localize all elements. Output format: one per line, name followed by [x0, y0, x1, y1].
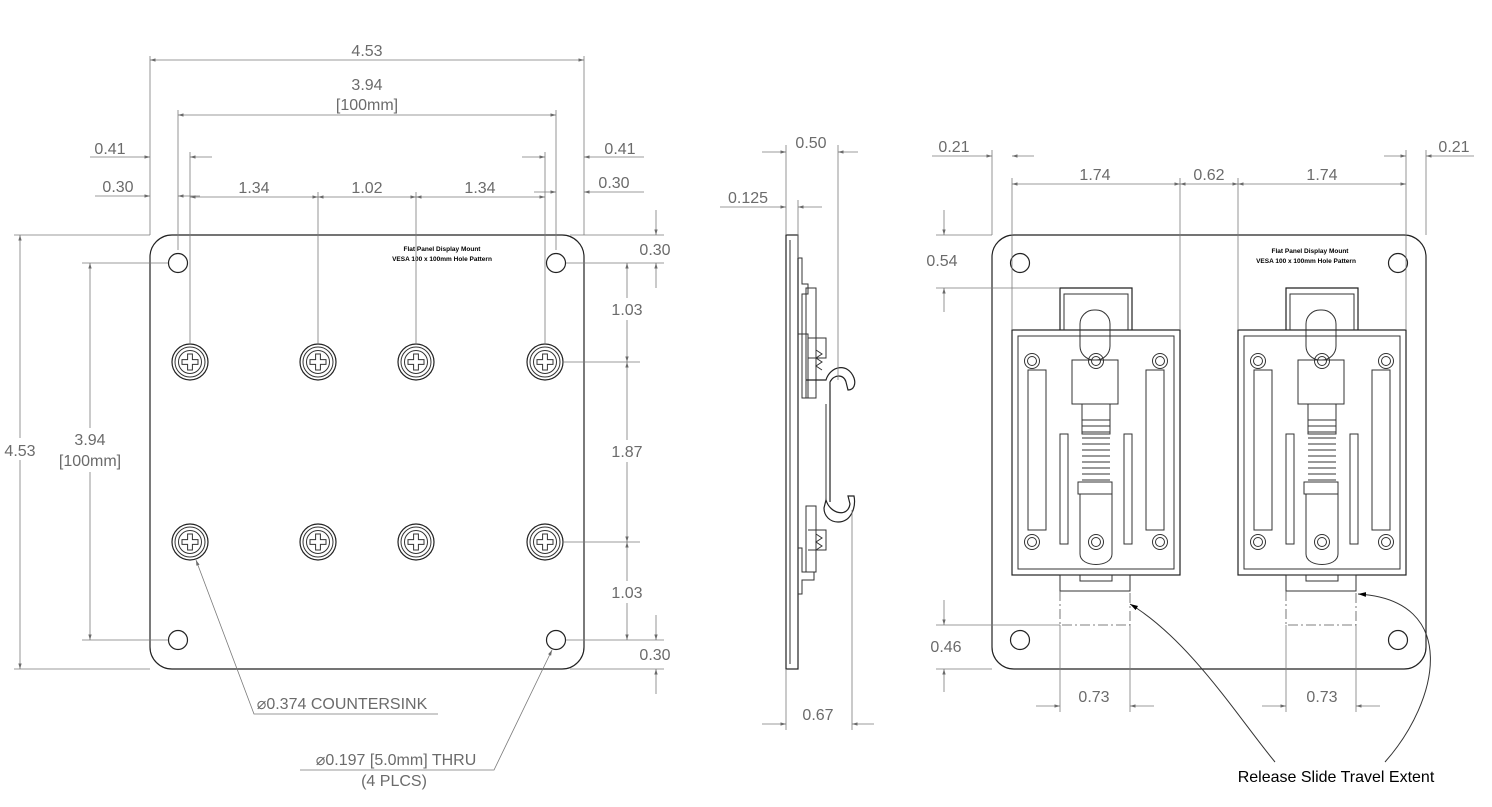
dim-v-103-top: 1.03	[611, 302, 642, 319]
dim-side-050: 0.50	[795, 135, 826, 152]
front-plate-label-1: Flat Panel Display Mount	[404, 246, 482, 253]
corner-hole-bottom-left	[167, 629, 189, 651]
dim-screw-pitch-b: 1.02	[351, 180, 382, 197]
front-plate-label-2: VESA 100 x 100mm Hole Pattern	[392, 256, 492, 263]
dim-edge-left-030: 0.30	[102, 179, 133, 196]
corner-hole-top-right	[545, 252, 567, 274]
bracket-right	[1237, 287, 1407, 626]
front-view: Flat Panel Display Mount VESA 100 x 100m…	[0, 43, 671, 790]
screw-icon	[526, 523, 564, 561]
dim-hole-spacing: 3.94	[351, 77, 382, 94]
rear-corner-hole	[1387, 252, 1409, 274]
screw-icon	[171, 343, 209, 381]
dim-rear-top-054: 0.54	[926, 253, 957, 270]
dim-hole-spacing-mm: [100mm]	[336, 97, 398, 114]
side-plate	[785, 234, 799, 670]
dim-side-067: 0.67	[802, 707, 833, 724]
dim-overall-height: 4.53	[4, 443, 35, 460]
dim-v-103-bottom: 1.03	[611, 585, 642, 602]
dim-edge-right-030: 0.30	[598, 175, 629, 192]
note-countersink: ⌀0.374 COUNTERSINK	[257, 696, 428, 713]
corner-hole-bottom-right	[545, 629, 567, 651]
rear-corner-hole	[1009, 629, 1031, 651]
dim-rear-left-021: 0.21	[938, 139, 969, 156]
rear-plate-label-1: Flat Panel Display Mount	[1272, 248, 1350, 255]
rear-view: Flat Panel Display Mount VESA 100 x 100m…	[926, 139, 1474, 786]
screw-icon	[171, 523, 209, 561]
dim-rear-slide-right-073: 0.73	[1306, 689, 1337, 706]
rear-corner-hole	[1387, 629, 1409, 651]
dim-bottom-030: 0.30	[639, 647, 670, 664]
dim-side-0125: 0.125	[728, 190, 768, 207]
front-plate-outline	[149, 234, 585, 670]
side-view: 0.50 0.125 0.67	[720, 135, 874, 730]
callout-release-slide: Release Slide Travel Extent	[1238, 769, 1435, 786]
dim-rear-gap-062: 0.62	[1193, 167, 1224, 184]
rear-plate-label-2: VESA 100 x 100mm Hole Pattern	[1256, 258, 1356, 265]
dim-edge-right-041: 0.41	[604, 141, 635, 158]
screw-icon	[299, 343, 337, 381]
dim-rear-slide-left-073: 0.73	[1078, 689, 1109, 706]
bracket-left	[1011, 287, 1181, 626]
note-thru-hole: ⌀0.197 [5.0mm] THRU	[316, 752, 477, 769]
dim-top-030: 0.30	[639, 242, 670, 259]
corner-hole-top-left	[167, 252, 189, 274]
dim-screw-pitch-a: 1.34	[238, 180, 269, 197]
screw-icon	[397, 523, 435, 561]
dim-v-187: 1.87	[611, 444, 642, 461]
rear-plate-outline	[991, 234, 1427, 670]
dim-rear-bracket-right-174: 1.74	[1306, 167, 1337, 184]
dim-screw-pitch-c: 1.34	[464, 180, 495, 197]
dim-v-hole-spacing-mm: [100mm]	[59, 453, 121, 470]
dim-v-hole-spacing: 3.94	[74, 432, 105, 449]
screw-icon	[397, 343, 435, 381]
dim-rear-bottom-046: 0.46	[930, 639, 961, 656]
note-thru-qty: (4 PLCS)	[361, 773, 427, 790]
dim-rear-bracket-left-174: 1.74	[1079, 167, 1110, 184]
dim-overall-width: 4.53	[351, 43, 382, 60]
dim-rear-right-021: 0.21	[1438, 139, 1469, 156]
screw-icon	[526, 343, 564, 381]
screw-icon	[299, 523, 337, 561]
rear-corner-hole	[1009, 252, 1031, 274]
dim-edge-left-041: 0.41	[94, 141, 125, 158]
